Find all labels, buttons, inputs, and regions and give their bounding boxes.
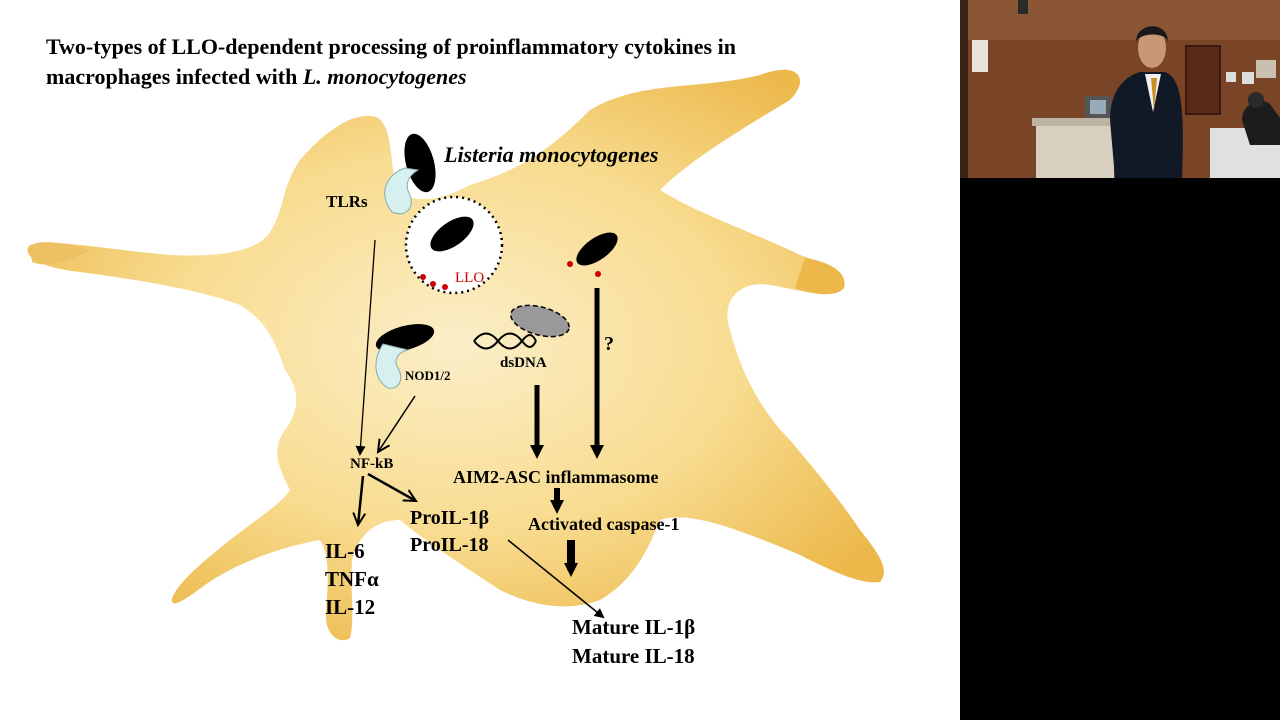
label-tlrs: TLRs — [326, 192, 368, 211]
arrow-nfkb-to-proil — [367, 472, 416, 501]
macrophage-pseudopod-right — [795, 258, 845, 295]
label-mature-il1b: Mature IL-1β — [572, 615, 696, 639]
dsdna-helix — [473, 332, 537, 350]
arrow-tlr-to-nfkb — [355, 239, 376, 456]
macrophage-diagram — [27, 69, 884, 641]
title-line-2: macrophages infected with L. monocytogen… — [46, 62, 926, 92]
label-caspase: Activated caspase-1 — [528, 514, 680, 534]
slide: Two-types of LLO-dependent processing of… — [0, 0, 960, 720]
degraded-bacterium — [510, 304, 570, 338]
label-question: ? — [604, 333, 614, 355]
label-il6: IL-6 — [325, 539, 365, 563]
arrow-nod-to-nfkb — [378, 395, 416, 452]
label-nod: NOD1/2 — [405, 368, 451, 383]
label-il12: IL-12 — [325, 595, 376, 619]
label-tnfa: TNFα — [325, 567, 379, 591]
listeria-bacterium-nod — [375, 324, 435, 352]
label-proil18: ProIL-18 — [410, 534, 489, 556]
label-nfkb: NF-kB — [350, 456, 394, 472]
speaker-scene — [960, 0, 1280, 178]
listeria-bacterium-cytosolic — [576, 232, 618, 266]
llo-dot-left — [567, 261, 573, 267]
listeria-bacterium-top — [404, 133, 436, 193]
label-llo: LLO — [455, 270, 485, 286]
title-line-1: Two-types of LLO-dependent processing of… — [46, 34, 736, 59]
empty-video-panel — [960, 178, 1280, 720]
macrophage-pseudopod-left — [30, 242, 90, 265]
label-dsdna: dsDNA — [500, 355, 547, 371]
arrow-proil-to-mature — [507, 539, 605, 619]
label-mature-il18: Mature IL-18 — [572, 644, 695, 668]
llo-dots — [420, 274, 448, 290]
title-species: L. monocytogenes — [302, 64, 467, 89]
slide-title: Two-types of LLO-dependent processing of… — [46, 32, 926, 92]
speaker-video-feed — [960, 0, 1280, 178]
listeria-bacterium-phagosome — [430, 216, 474, 252]
label-proil1b: ProIL-1β — [410, 507, 490, 529]
label-aim2: AIM2-ASC inflammasome — [453, 467, 659, 487]
nod-receptor — [375, 343, 409, 389]
llo-dot-right — [595, 271, 601, 277]
arrow-nfkb-to-il6 — [358, 475, 363, 525]
tlr-receptor — [384, 167, 420, 215]
title-line-2-prefix: macrophages infected with — [46, 64, 303, 89]
label-listeria: Listeria monocytogenes — [444, 142, 659, 167]
macrophage-cell — [27, 69, 884, 641]
